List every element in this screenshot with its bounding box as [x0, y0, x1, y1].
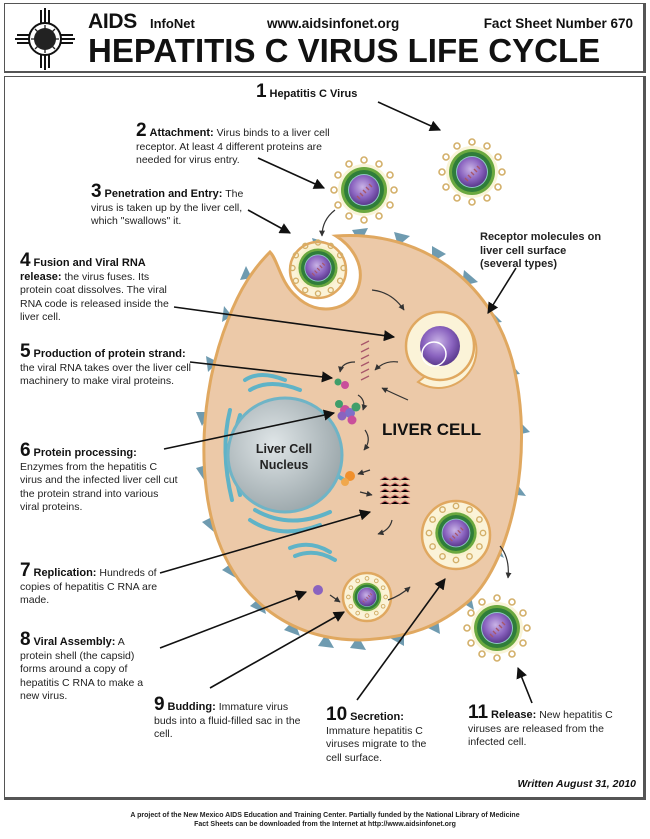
- viral-protein-cluster: [313, 378, 361, 595]
- step-10-label: 10 Secretion: Immature hepatitis C virus…: [326, 704, 427, 764]
- nucleus-label: Liver Cell Nucleus: [255, 442, 313, 472]
- step-3-label: 3 Penetration and Entry: The virus is ta…: [91, 181, 244, 227]
- viral-rna-strands: [360, 340, 370, 381]
- step-9-label: 9 Budding: Immature virus buds into a fl…: [154, 694, 301, 740]
- step-6-label: 6 Protein processing: Enzymes from the h…: [20, 440, 178, 513]
- liver-cell-label: LIVER CELL: [382, 420, 482, 439]
- flow-arrows: [319, 209, 512, 603]
- zia-sun-virus-logo-icon: [15, 8, 75, 70]
- leader-arrows: [159, 101, 533, 704]
- footer-line-1: A project of the New Mexico AIDS Educati…: [130, 812, 520, 819]
- rna-replication-copies: [379, 476, 411, 505]
- step-11-label: 11 Release: New hepatitis C viruses are …: [468, 702, 613, 748]
- step-5-label: 5 Production of protein strand: the vira…: [20, 341, 191, 387]
- fact-sheet-number: Fact Sheet Number 670: [483, 16, 633, 31]
- header-box: AIDS InfoNet www.aidsinfonet.org Fact Sh…: [4, 3, 646, 73]
- diagram-frame: [4, 76, 646, 800]
- footer: A project of the New Mexico AIDS Educati…: [0, 811, 650, 829]
- step-4-label: 4 Fusion and Viral RNA release: the viru…: [20, 250, 169, 323]
- written-date: Written August 31, 2010: [517, 778, 636, 790]
- liver-cell-nucleus: [226, 396, 344, 514]
- website-url[interactable]: www.aidsinfonet.org: [267, 16, 400, 31]
- step-7-label: 7 Replication: Hundreds of copies of hep…: [20, 560, 158, 606]
- footer-line-2: Fact Sheets can be downloaded from the I…: [194, 821, 456, 828]
- virus-released: [463, 594, 531, 662]
- receptor-molecules-label: Receptor molecules on liver cell surface…: [480, 231, 602, 270]
- page-title: HEPATITIS C VIRUS LIFE CYCLE: [88, 32, 601, 69]
- step-8-label: 8 Viral Assembly: A protein shell (the c…: [20, 629, 144, 702]
- step-2-label: 2 Attachment: Virus binds to a liver cel…: [136, 120, 330, 166]
- brand-subtitle: InfoNet: [150, 16, 195, 31]
- virus-fusing: [420, 326, 460, 367]
- virus-free: [438, 138, 506, 206]
- virus-attaching: [330, 156, 398, 224]
- step-1-label: 1 Hepatitis C Virus: [256, 81, 358, 102]
- brand-name: AIDS: [88, 10, 137, 33]
